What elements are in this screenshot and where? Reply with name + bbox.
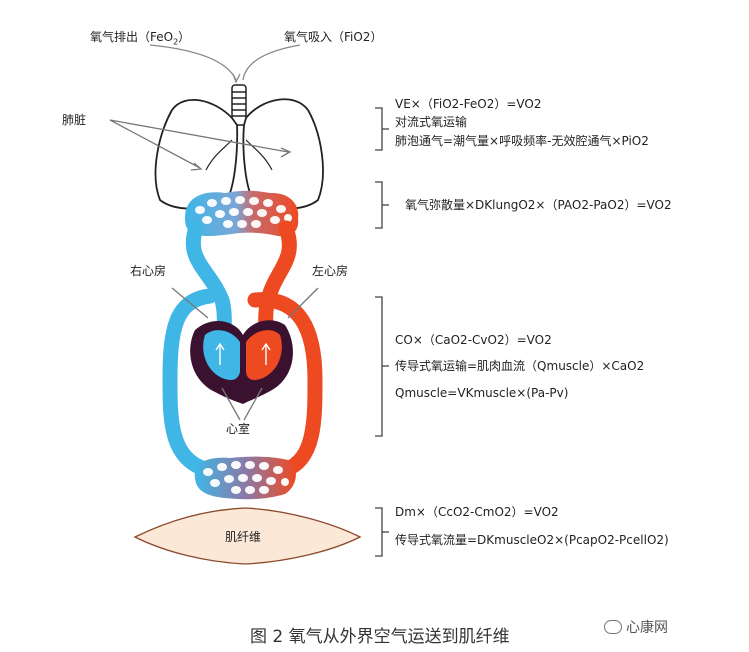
- exhale-text: 氧气排出（FeO: [90, 30, 174, 44]
- muscle-fiber: [133, 507, 362, 565]
- heart: [190, 320, 293, 404]
- heart-pointers: [171, 287, 319, 421]
- ventilation-equation-3: 肺泡通气=潮气量×呼吸频率-无效腔通气×PiO2: [395, 134, 649, 148]
- ventilation-equation-2: 对流式氧运输: [395, 115, 468, 129]
- ventricles-label: 心室: [226, 422, 251, 436]
- circulation-equation-1: CO×（CaO2-CvO2）=VO2: [395, 333, 552, 347]
- lungs-label: 肺脏: [62, 113, 87, 127]
- muscle-equation-2: 传导式氧流量=DKmuscleO2×(PcapO2-PcellO2): [395, 533, 669, 547]
- exhale-subscript: 2: [173, 37, 179, 47]
- equation-brackets: [375, 107, 389, 557]
- lungs-outline: [154, 98, 324, 210]
- exhale-label: 氧气排出（FeO2）: [90, 29, 190, 50]
- muscle-fiber-label: 肌纤维: [225, 530, 262, 544]
- circulation-equation-3: Qmuscle=VKmuscle×(Pa-Pv): [395, 386, 569, 400]
- left-atrium-label: 左心房: [312, 264, 349, 278]
- muscle-equation-1: Dm×（CcO2-CmO2）=VO2: [395, 505, 559, 519]
- right-atrium-label: 右心房: [130, 264, 167, 278]
- circulation-equation-2: 传导式氧运输=肌肉血流（Qmuscle）×CaO2: [395, 359, 645, 373]
- exhale-close: ）: [178, 30, 191, 44]
- figure-caption: 图 2 氧气从外界空气运送到肌纤维: [250, 627, 510, 647]
- watermark-text: 心康网: [626, 620, 668, 636]
- muscle-capillary-bed: [194, 456, 296, 500]
- ventilation-equation-1: VE×（FiO2-FeO2）=VO2: [395, 97, 542, 111]
- wechat-icon: [604, 620, 622, 634]
- diffusion-equation: 氧气弥散量×DKlungO2×（PAO2-PaO2）=VO2: [405, 198, 672, 212]
- trachea: [231, 84, 247, 126]
- inhale-label: 氧气吸入（FiO2）: [284, 30, 383, 44]
- pulmonary-capillary-bed: [185, 190, 299, 237]
- lung-pointers: [109, 119, 292, 171]
- airflow-arrows: [149, 44, 301, 84]
